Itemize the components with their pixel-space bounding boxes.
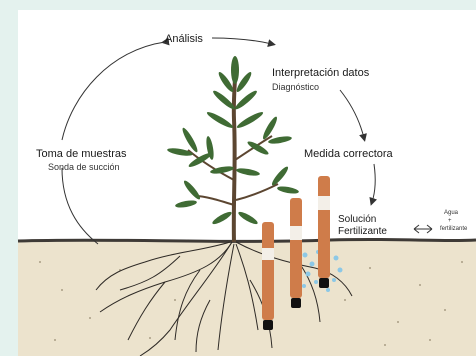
label-water: Agua xyxy=(444,210,459,216)
label-water-fertilizer: fertilizante xyxy=(440,226,468,232)
suction-probe-icon xyxy=(290,198,302,308)
label-interpretation: Interpretación datos xyxy=(272,67,370,79)
label-diagnosis: Diagnóstico xyxy=(272,82,319,92)
label-sampling: Toma de muestras xyxy=(36,148,127,160)
label-corrective-measure: Medida correctora xyxy=(304,148,394,160)
suction-probe-icon xyxy=(262,222,274,330)
soil-area xyxy=(18,239,476,356)
suction-probe-icon xyxy=(318,176,330,288)
label-fertilizer: Fertilizante xyxy=(338,226,387,237)
label-water-plus: + xyxy=(448,218,452,224)
label-analysis: Análisis xyxy=(165,33,203,45)
label-suction-probe: Sonda de succión xyxy=(48,162,120,172)
label-solution: Solución xyxy=(338,214,376,225)
